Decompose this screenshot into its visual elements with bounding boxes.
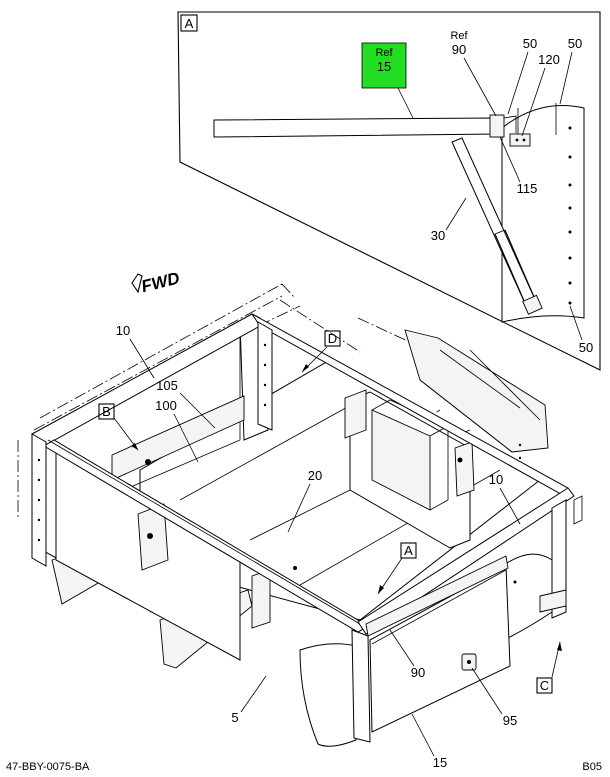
- callout-95: 95: [503, 713, 517, 728]
- detail-rivets: [568, 126, 572, 305]
- callout-10a: 10: [116, 323, 130, 338]
- main-assembly: [17, 283, 583, 747]
- door-post: [351, 629, 371, 743]
- callout-120: 120: [538, 52, 560, 67]
- callout-50c: 50: [579, 340, 593, 355]
- callout-105: 105: [156, 378, 178, 393]
- forward-indicator: FWD: [131, 268, 182, 296]
- callout-30: 30: [431, 228, 445, 243]
- detail-side-panel: [501, 105, 585, 323]
- view-label-c: C: [540, 678, 549, 693]
- lid-bar: [213, 117, 499, 138]
- callout-50a: 50: [523, 36, 537, 51]
- view-labels: D B A C: [98, 330, 562, 694]
- callout-5: 5: [231, 710, 238, 725]
- detail-label-box: [180, 14, 198, 32]
- front-fairing: [299, 643, 357, 747]
- callout-10b: 10: [489, 472, 503, 487]
- latch-plate: [454, 441, 475, 497]
- forward-arrow-icon: [131, 273, 143, 294]
- door-hinge: [365, 555, 509, 637]
- detail-view-a: A Ref 15: [177, 11, 601, 371]
- right-corner-post: [551, 499, 567, 619]
- callout-ref15-bottom: 15: [377, 59, 391, 74]
- corner-post-rear: [257, 321, 273, 431]
- figure-id: 47-BBY-0075-BA: [6, 761, 90, 773]
- callout-100: 100: [155, 398, 177, 413]
- hinge-bracket: [509, 133, 531, 147]
- view-label-b: B: [102, 404, 111, 419]
- callout-ref90-bottom: 90: [452, 42, 466, 57]
- callout-ref90-top: Ref: [450, 30, 468, 42]
- callout-50b: 50: [568, 36, 582, 51]
- highlight-box: [361, 42, 407, 89]
- sheet-id: B05: [582, 761, 602, 773]
- callout-20: 20: [308, 468, 322, 483]
- lid-end-cap: [489, 114, 505, 138]
- callout-ref15-top: Ref: [375, 47, 393, 59]
- callouts: 10 105 100 20 10 5 90 95 15: [116, 323, 521, 770]
- view-label-d: D: [328, 331, 337, 346]
- floor-fastener: [293, 566, 297, 570]
- callout-15: 15: [433, 755, 447, 770]
- forward-label: FWD: [139, 268, 181, 296]
- callout-90: 90: [411, 665, 425, 680]
- view-label-a: A: [404, 543, 413, 558]
- callout-115: 115: [517, 181, 538, 196]
- detail-label: A: [185, 16, 194, 31]
- detail-border: [177, 11, 601, 371]
- bracket-plate-right: [344, 389, 367, 439]
